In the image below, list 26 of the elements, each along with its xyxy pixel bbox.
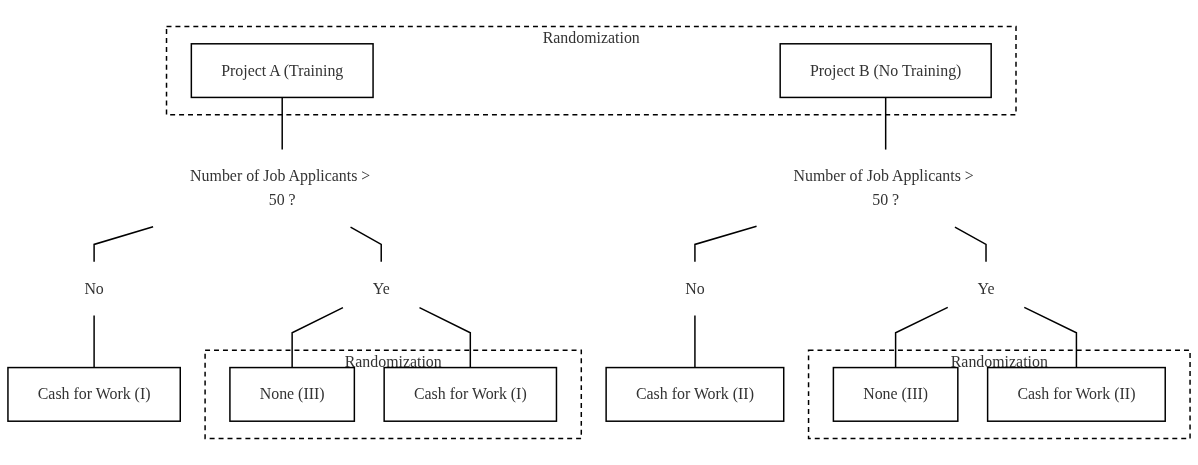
node-text: Ye xyxy=(372,279,390,297)
node-text: Number of Job Applicants > 50 ? xyxy=(190,167,371,209)
node-text: No xyxy=(84,279,104,297)
connector xyxy=(1023,306,1078,369)
node-box: Cash for Work (I) xyxy=(383,366,558,422)
connector xyxy=(694,225,758,263)
connector xyxy=(93,314,95,369)
connector xyxy=(418,306,472,369)
connector xyxy=(281,96,283,151)
node-text: Ye xyxy=(977,279,995,297)
node-box: Cash for Work (II) xyxy=(605,366,785,422)
connector xyxy=(93,226,154,263)
node-text: No xyxy=(685,279,705,297)
node-box: Cash for Work (I) xyxy=(7,366,181,422)
node-box: Project A (Training xyxy=(190,43,374,99)
connector xyxy=(894,306,949,369)
node-box: None (III) xyxy=(229,366,356,422)
connector xyxy=(349,226,382,263)
connector xyxy=(291,306,344,369)
connector xyxy=(694,314,696,369)
node-box: Project B (No Training) xyxy=(779,43,992,99)
node-box: Cash for Work (II) xyxy=(986,366,1166,422)
node-text: Number of Job Applicants > 50 ? xyxy=(793,167,974,209)
node-box: None (III) xyxy=(832,366,959,422)
connector xyxy=(884,96,887,151)
connector xyxy=(954,226,987,263)
